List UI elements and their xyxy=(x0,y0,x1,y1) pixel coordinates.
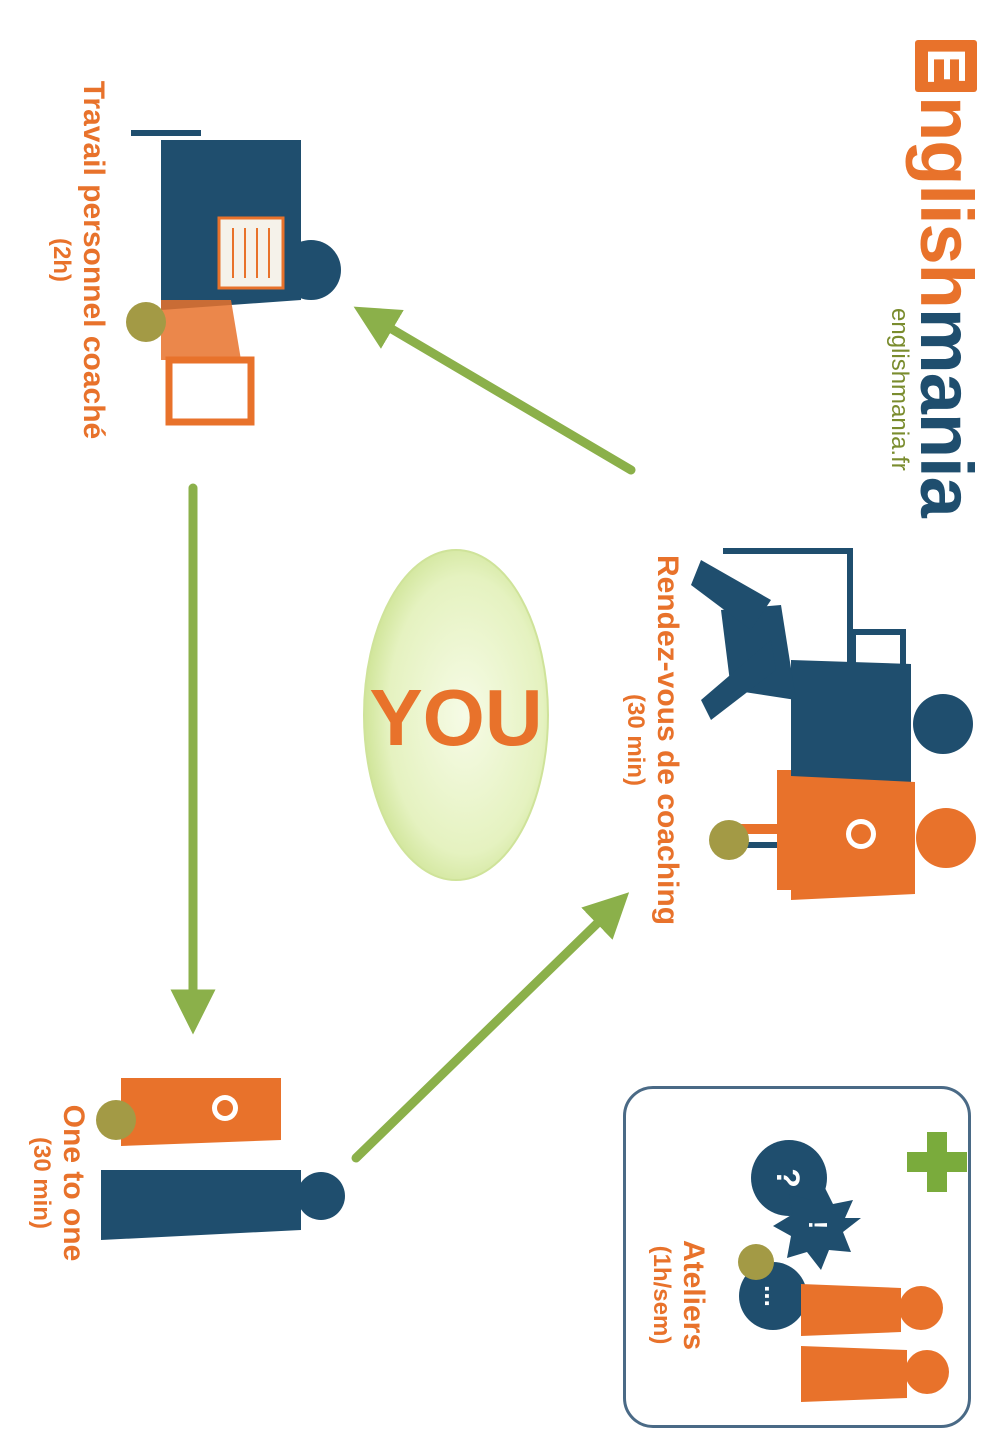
extra-ateliers: Ateliers (1h/sem) xyxy=(646,1170,711,1420)
ateliers-title: Ateliers xyxy=(675,1170,711,1420)
step-one-to-one: One to one (30 min) xyxy=(26,1058,91,1308)
desk-work-icon xyxy=(126,130,341,422)
step-travail-duration: (2h) xyxy=(46,50,75,470)
you-label: YOU xyxy=(341,670,571,766)
ateliers-duration: (1h/sem) xyxy=(646,1170,675,1420)
step-travail-title: Travail personnel coaché xyxy=(75,50,111,470)
step-coaching-title: Rendez-vous de coaching xyxy=(649,520,685,960)
step-one-to-one-duration: (30 min) xyxy=(26,1058,55,1308)
step-coaching-duration: (30 min) xyxy=(620,520,649,960)
arrow-one-to-one-to-coaching xyxy=(356,908,613,1158)
one-to-one-icon xyxy=(96,1078,345,1240)
step-one-to-one-title: One to one xyxy=(55,1058,91,1308)
arrow-coaching-to-travail xyxy=(373,318,631,470)
step-travail: Travail personnel coaché (2h) xyxy=(46,50,111,470)
coaching-meeting-icon xyxy=(691,548,976,900)
step-coaching: Rendez-vous de coaching (30 min) xyxy=(620,520,685,960)
